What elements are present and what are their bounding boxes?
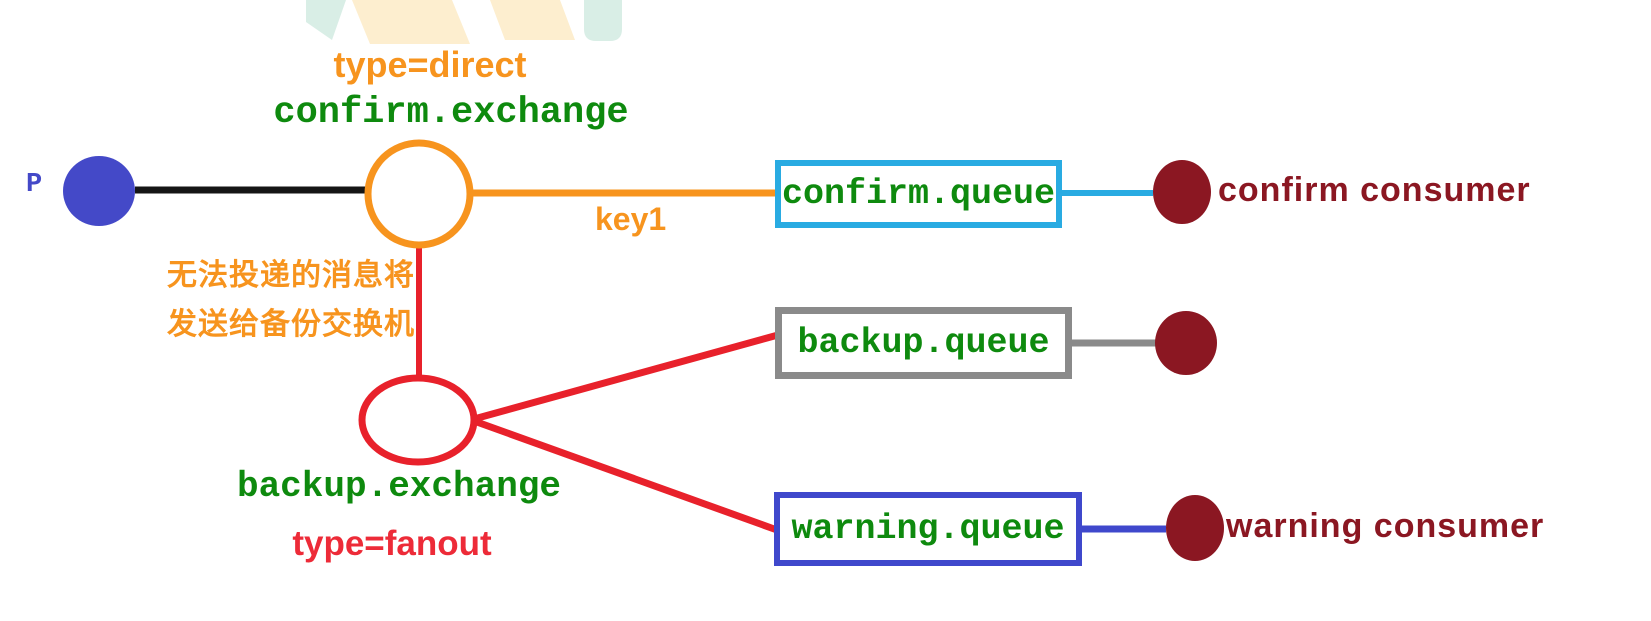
confirm-consumer-label: confirm consumer [1218, 171, 1531, 209]
backup-queue-box: backup.queue [775, 307, 1072, 379]
warning-queue-label: warning.queue [791, 509, 1065, 549]
note-line1: 无法投递的消息将 [167, 259, 415, 292]
routing-key-label: key1 [595, 201, 667, 237]
warning-consumer-label: warning consumer [1226, 507, 1545, 545]
producer-label: P [26, 170, 43, 200]
backup-exchange-to-warning-queue-line [472, 417, 779, 534]
confirm-exchange-name-label: confirm.exchange [273, 92, 629, 134]
warning-consumer-node [1166, 495, 1224, 561]
watermark [306, 0, 622, 44]
confirm-queue-box: confirm.queue [775, 160, 1062, 228]
producer-node [63, 156, 135, 226]
confirm-consumer-node [1153, 160, 1211, 224]
backup-consumer-node [1155, 311, 1217, 375]
warning-queue-box: warning.queue [774, 492, 1082, 566]
backup-exchange-to-backup-queue-line [473, 331, 779, 423]
backup-exchange-type-label: type=fanout [292, 524, 492, 563]
confirm-exchange-node [364, 139, 474, 249]
backup-queue-label: backup.queue [797, 323, 1050, 363]
confirm-queue-label: confirm.queue [781, 174, 1056, 214]
backup-exchange-node [358, 374, 478, 466]
confirm-exchange-type-label: type=direct [333, 44, 527, 85]
backup-exchange-name-label: backup.exchange [236, 466, 562, 507]
note-line2: 发送给备份交换机 [167, 308, 415, 341]
